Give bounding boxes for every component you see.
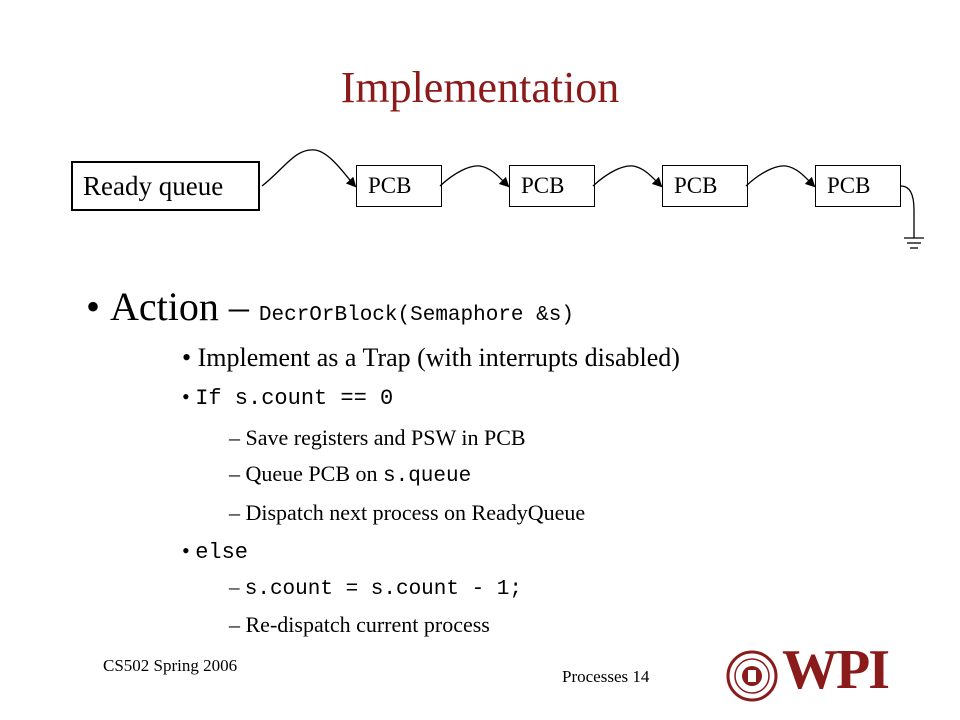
link-arrow-2 — [439, 165, 510, 188]
bullet-dot-icon: • — [182, 343, 198, 372]
footer-course: CS502 Spring 2006 — [103, 656, 238, 675]
dash-queue-pcb: – Queue PCB on s.queue — [229, 461, 472, 488]
link-arrow-1 — [261, 149, 357, 188]
dash-dispatch-next: – Dispatch next process on ReadyQueue — [229, 500, 586, 525]
ready-queue-box: Ready queue — [71, 161, 260, 211]
pcb-node-2: PCB — [509, 165, 595, 207]
slide-title: Implementation — [340, 63, 620, 112]
bullet-trap: • Implement as a Trap (with interrupts d… — [182, 343, 680, 372]
link-arrow-4 — [745, 165, 816, 188]
bullet-if: • If s.count == 0 — [182, 384, 394, 411]
link-arrow-3 — [592, 165, 663, 188]
dash-save-registers: – Save registers and PSW in PCB — [229, 425, 526, 450]
pcb-node-4: PCB — [815, 165, 901, 207]
dash-redispatch: – Re-dispatch current process — [229, 612, 490, 637]
bullet-else: • else — [182, 538, 249, 565]
bullet-action: • Action – DecrOrBlock(Semaphore &s) — [86, 284, 574, 329]
pcb-node-1: PCB — [356, 165, 442, 207]
ground-icon — [900, 185, 924, 249]
dash-decrement-count: – s.count = s.count - 1; — [229, 575, 522, 601]
bullet-dot-icon: • — [182, 538, 196, 563]
bullet-dot-icon: • — [182, 384, 196, 409]
wpi-seal-icon — [726, 650, 778, 702]
footer-page-number: Processes 14 — [562, 667, 650, 686]
pcb-node-3: PCB — [662, 165, 748, 207]
bullet-dot-icon: • — [86, 284, 111, 329]
wpi-logo: WPI — [782, 639, 890, 701]
